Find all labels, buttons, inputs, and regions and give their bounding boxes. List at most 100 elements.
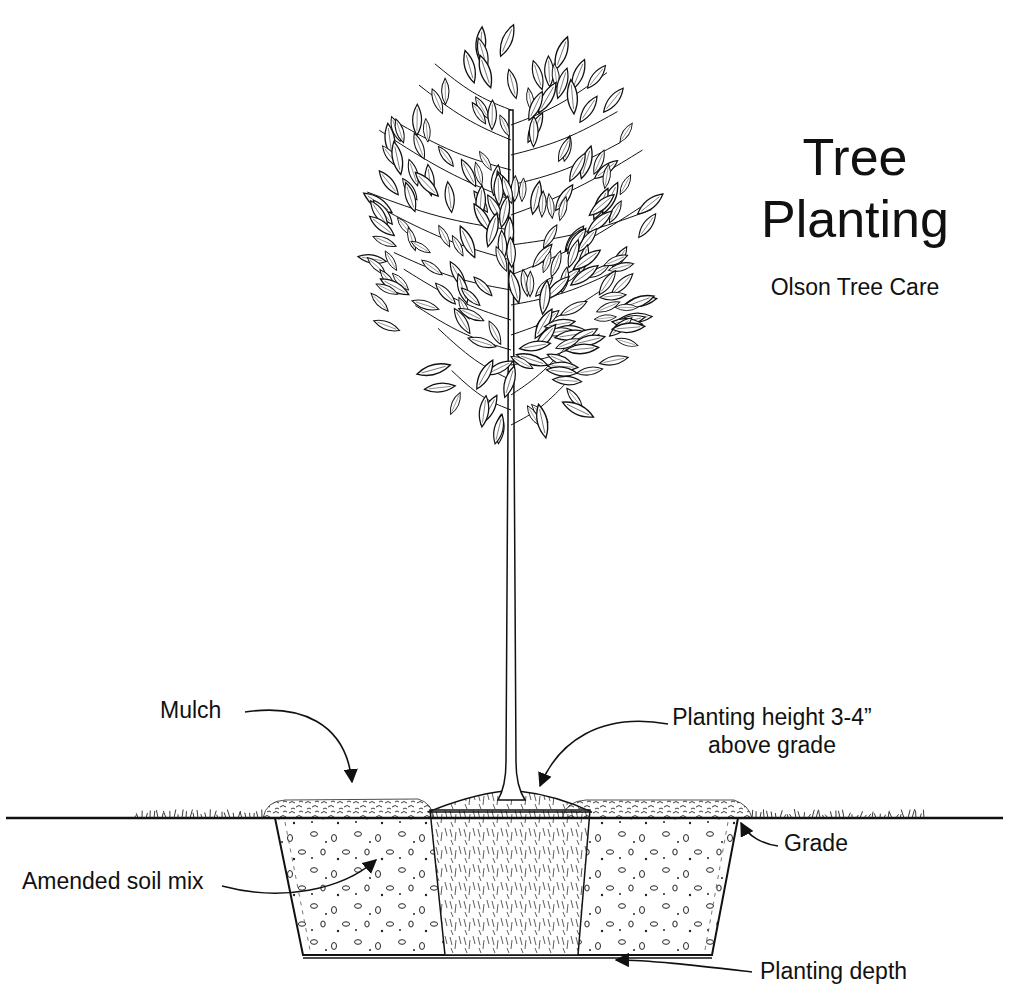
leaf-blade xyxy=(488,100,497,130)
grass-blade xyxy=(254,813,255,818)
leaf-vein xyxy=(617,327,641,329)
leaf-vein xyxy=(510,74,515,95)
grass-blade xyxy=(756,811,757,818)
leaf xyxy=(473,358,497,391)
grass-blade xyxy=(222,812,223,818)
leaf-vein xyxy=(572,157,583,177)
grass-blade xyxy=(163,811,166,818)
leaf-blade xyxy=(367,213,397,239)
grass-blade xyxy=(205,812,206,818)
grass-blade xyxy=(186,811,187,818)
leaf-vein xyxy=(614,277,629,292)
grass-blade xyxy=(908,810,910,818)
leaf xyxy=(372,233,398,250)
leaf xyxy=(612,322,646,334)
leaf-blade xyxy=(376,168,402,197)
leader-arrows xyxy=(222,710,778,972)
leaf xyxy=(584,63,608,91)
grass-blade xyxy=(182,809,183,818)
subtitle: Olson Tree Care xyxy=(735,274,975,302)
leaf-blade xyxy=(411,132,428,160)
leaf-vein xyxy=(577,338,600,344)
leaf-vein xyxy=(590,69,603,85)
leaf-vein xyxy=(416,137,423,155)
leaf-blade xyxy=(599,353,629,367)
leaf-blade xyxy=(566,79,579,114)
leaf-blade xyxy=(420,257,445,278)
leader-arrow xyxy=(616,960,752,972)
grass-blade xyxy=(210,809,211,818)
leaf xyxy=(534,403,551,439)
leaf xyxy=(433,280,459,306)
leaf-vein xyxy=(577,253,596,267)
leaf-blade xyxy=(491,413,506,444)
leader-arrow xyxy=(741,823,778,846)
mulch-right xyxy=(562,800,752,818)
leaf-vein xyxy=(377,322,396,329)
leaf-vein xyxy=(481,154,489,168)
leaf-vein xyxy=(422,366,446,373)
leaf xyxy=(600,85,626,114)
leaf xyxy=(449,234,465,257)
grass-blade xyxy=(146,813,148,818)
grass-blade xyxy=(256,811,258,818)
leaf xyxy=(538,191,547,217)
leaf xyxy=(411,297,440,313)
leaf-vein xyxy=(491,104,492,125)
leaf-vein xyxy=(476,208,488,228)
leaf-blade xyxy=(635,211,659,240)
leaf xyxy=(608,260,635,274)
grass-blade xyxy=(822,815,824,818)
branch xyxy=(511,207,641,275)
leaf-vein xyxy=(570,244,577,264)
leaf-blade xyxy=(617,121,635,144)
leaf-vein xyxy=(612,265,630,270)
leaf-blade xyxy=(505,68,521,99)
grass-blade xyxy=(835,811,836,818)
leaf xyxy=(493,245,510,272)
leaf xyxy=(635,190,666,217)
branches xyxy=(367,64,652,425)
leaf-vein xyxy=(641,217,653,234)
branch xyxy=(380,208,511,260)
grass-blade xyxy=(912,809,915,818)
grass-blade xyxy=(901,810,904,818)
leaf-vein xyxy=(502,201,507,223)
leaf xyxy=(436,144,457,168)
leaf-vein xyxy=(606,92,620,109)
leaf-vein xyxy=(641,197,659,211)
leaf xyxy=(505,269,523,304)
leaf-vein xyxy=(416,109,417,131)
leaf xyxy=(382,249,399,272)
leaf-blade xyxy=(635,190,666,217)
leaf-blade xyxy=(429,87,446,114)
leaf-blade xyxy=(617,173,633,196)
leaf-vein xyxy=(549,197,551,214)
leaf-vein xyxy=(502,29,511,51)
leaf-blade xyxy=(472,161,485,186)
leaf-vein xyxy=(557,380,578,381)
leaf xyxy=(460,49,478,84)
grass-blade xyxy=(136,813,138,818)
leaf-blade xyxy=(584,63,608,91)
root-ball-texture xyxy=(430,810,590,955)
leaf-vein xyxy=(602,274,614,291)
leaf-vein xyxy=(454,238,462,253)
leaf-vein xyxy=(501,118,508,133)
leaf xyxy=(488,100,497,130)
leaf-blade xyxy=(556,196,569,222)
grass-blade xyxy=(804,812,806,818)
leaf xyxy=(506,237,516,268)
leaf-blade xyxy=(447,391,463,416)
leaf xyxy=(372,317,401,334)
leaf-vein xyxy=(561,200,565,217)
grass-blade xyxy=(789,814,792,818)
leaf-vein xyxy=(438,286,452,301)
leaf xyxy=(576,94,600,125)
leaf-vein xyxy=(574,64,583,85)
leaf-vein xyxy=(434,92,441,110)
leaf-blade xyxy=(443,181,456,213)
leaf-vein xyxy=(553,255,559,274)
leaf-blade xyxy=(389,141,405,176)
leaf-blade xyxy=(402,181,420,213)
